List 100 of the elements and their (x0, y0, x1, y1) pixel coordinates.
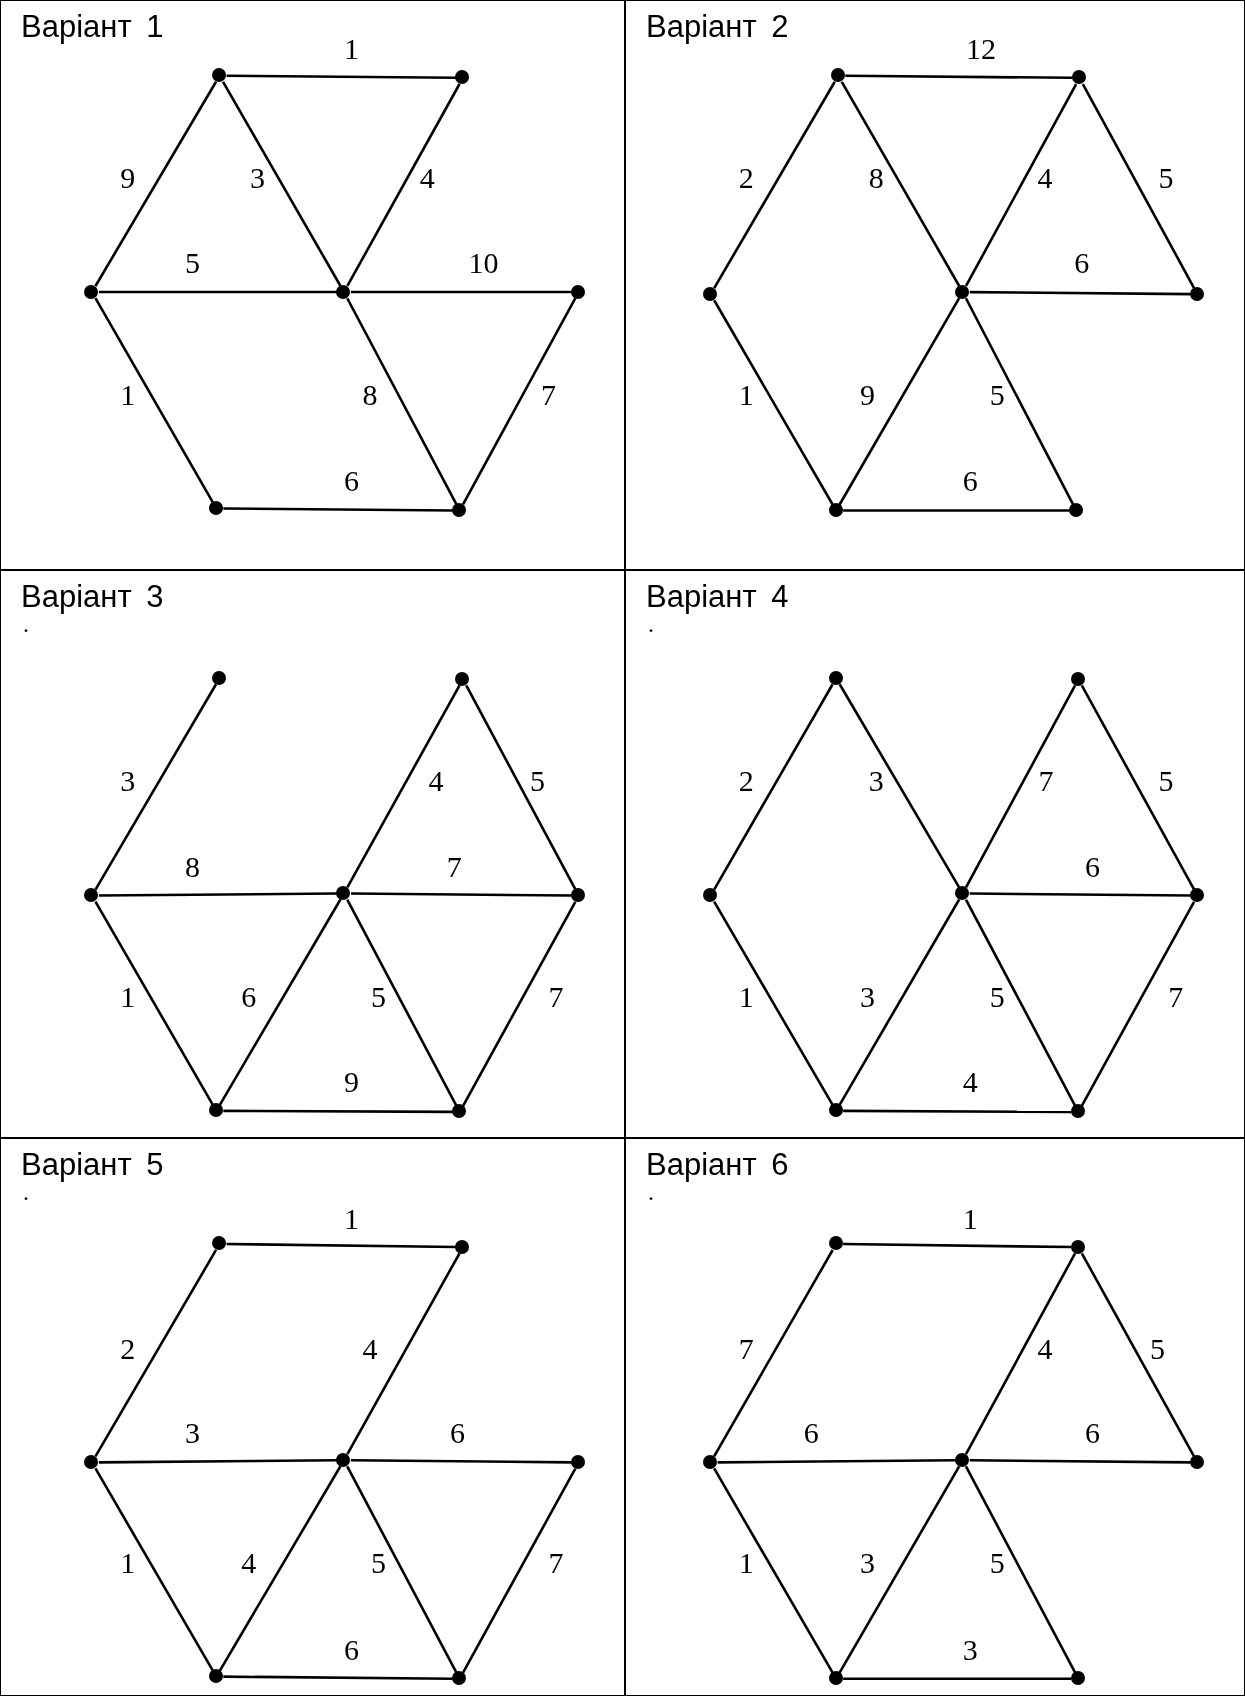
graph-edge (350, 892, 572, 897)
graph-edge (843, 1677, 1072, 1681)
graph-edge (346, 899, 458, 1107)
vertex-dot (1070, 1239, 1085, 1254)
graph-edge (713, 1249, 834, 1457)
graph-edge (94, 683, 218, 891)
graph-edge (843, 509, 1070, 512)
graph-edge (969, 290, 1191, 296)
graph-edge (94, 81, 218, 287)
graph-edge (461, 297, 577, 506)
vertex-dot (1189, 888, 1204, 903)
vertex-dot (452, 1671, 467, 1686)
vertex-dot (828, 1671, 843, 1686)
vertex-dot (955, 284, 970, 299)
graph-edge (845, 74, 1073, 80)
graph-edge (964, 684, 1077, 888)
graph-edge (226, 1242, 456, 1249)
graph-edge (223, 1109, 453, 1114)
vertex-dot (455, 671, 470, 686)
graph-edge (94, 901, 214, 1106)
graph-edge (838, 1465, 961, 1674)
graph-edge (218, 1465, 342, 1672)
vertex-dot (212, 1236, 227, 1251)
vertex-dot (336, 284, 351, 299)
vertex-dot (212, 68, 227, 83)
graph-edge (964, 1465, 1077, 1674)
graph-edge (221, 81, 342, 287)
graph-edge (838, 297, 961, 506)
vertex-dot (703, 286, 718, 301)
graph-edge (350, 290, 572, 294)
vertex-dot (84, 1454, 99, 1469)
vertex-dot (830, 68, 845, 83)
vertex-dot (212, 670, 227, 685)
graph-edge (969, 892, 1191, 897)
graph-edge (346, 297, 458, 505)
variant-heading: Варіант 1 (21, 9, 164, 45)
vertex-dot (1189, 1454, 1204, 1469)
vertex-dot (1070, 671, 1085, 686)
graph-edge (1080, 901, 1196, 1107)
vertex-dot (703, 1454, 718, 1469)
vertex-dot (955, 885, 970, 900)
vertex-dot (703, 888, 718, 903)
vertex-dot (1070, 1104, 1085, 1119)
graph-edge (346, 1465, 458, 1674)
graph-edge (98, 1459, 337, 1464)
graph-edge (1080, 684, 1196, 891)
vertex-dot (84, 888, 99, 903)
graph-edge (843, 1242, 1072, 1249)
vertex-dot (828, 1103, 843, 1118)
vertex-dot (571, 888, 586, 903)
vertex-dot (1189, 286, 1204, 301)
graph-edge (346, 1252, 461, 1455)
graph-edge (98, 290, 337, 294)
graph-edge (94, 297, 214, 503)
graph-edge (218, 898, 342, 1106)
graph-edge (346, 83, 461, 287)
variant-heading: Варіант 2 (646, 9, 789, 45)
vertex-dot (571, 284, 586, 299)
vertex-dot (828, 1236, 843, 1251)
graph-edge (94, 1467, 214, 1672)
graph-edge (461, 1467, 577, 1674)
graph-edge (713, 683, 834, 891)
graph-edge (713, 299, 834, 506)
graph-edge (838, 683, 961, 889)
graph-edge (713, 1467, 834, 1674)
graph-edge (717, 1459, 956, 1464)
vertex-dot (208, 500, 223, 515)
vertex-dot (84, 284, 99, 299)
graph-edge (713, 901, 834, 1106)
graph-edge (1081, 83, 1196, 289)
vertex-dot (452, 503, 467, 518)
graph-edge (1080, 1252, 1196, 1457)
vertex-dot (455, 70, 470, 85)
vertex-dot (452, 1104, 467, 1119)
vertex-dot (1068, 503, 1083, 518)
graph-edge (964, 1252, 1077, 1455)
graph-edge (223, 507, 453, 512)
graph-edge (226, 74, 456, 80)
graph-edge (964, 297, 1075, 505)
graph-edge (350, 1459, 572, 1464)
graph-edge (94, 1249, 218, 1458)
vertex-dot (1072, 70, 1086, 85)
vertex-dot (828, 670, 843, 685)
graph-edge (840, 81, 961, 287)
vertex-dot (336, 1452, 351, 1467)
vertex-dot (208, 1103, 223, 1118)
vertex-dot (208, 1669, 223, 1684)
graph-edge (964, 83, 1078, 287)
vertex-dot (1070, 1671, 1085, 1686)
vertex-dot (571, 1454, 586, 1469)
vertex-dot (955, 1452, 970, 1467)
graph-edge (713, 81, 836, 289)
graph-edge (969, 1459, 1191, 1464)
graph-edge (346, 684, 461, 888)
graph-edge (964, 899, 1077, 1107)
vertex-dot (455, 1239, 470, 1254)
graph-edge (465, 684, 577, 891)
graph-edge (223, 1675, 453, 1680)
graph-edge (838, 898, 961, 1106)
graph-edge (98, 892, 337, 897)
